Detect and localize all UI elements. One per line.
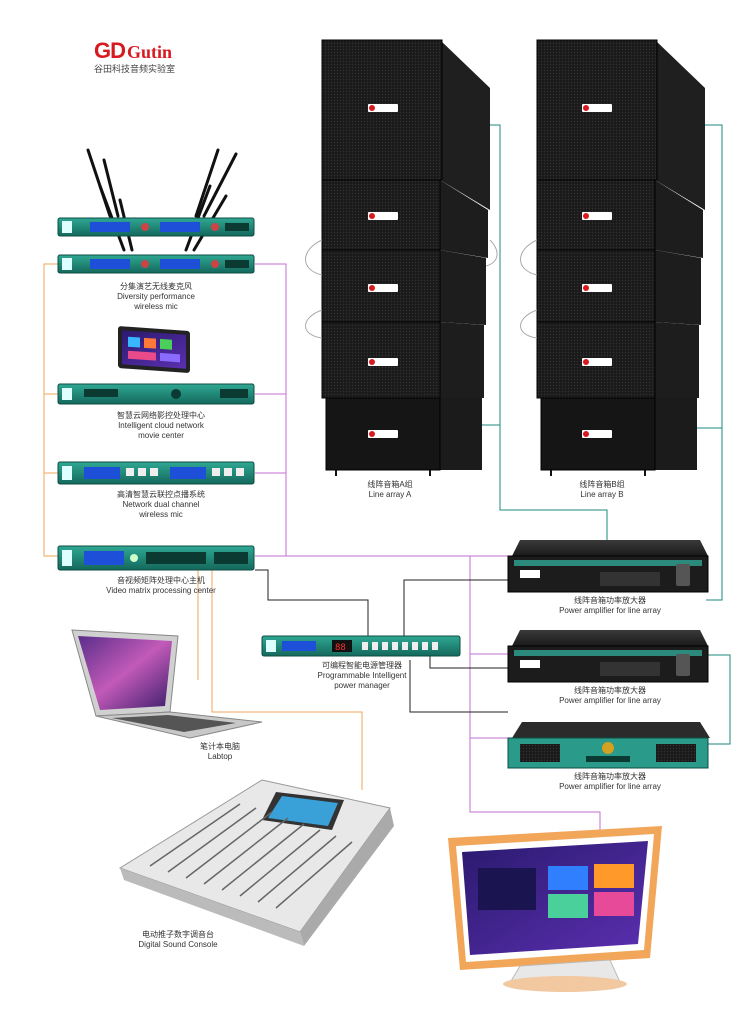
power-amplifier-1: [507, 540, 709, 593]
label-wireless-mic: 分集演艺无线麦克风 Diversity performance wireless…: [117, 282, 195, 311]
teal-line-array-b-2: [706, 654, 731, 745]
touchscreen-icon: [448, 826, 662, 992]
label-amp-1: 线阵音箱功率放大器 Power amplifier for line array: [559, 596, 661, 615]
black-line-pm-amp1: [403, 579, 508, 636]
rack-unit-receiver-2: [57, 254, 255, 274]
rack-unit-dual-channel: [57, 461, 255, 485]
rack-unit-cloud: [57, 383, 255, 405]
label-video-matrix: 音视频矩阵处理中心主机 Video matrix processing cent…: [106, 576, 216, 595]
cloud-center: [57, 326, 255, 405]
tablet-icon: [118, 326, 190, 373]
black-line-pm-amp3: [409, 660, 508, 713]
wireless-mic-receivers: [57, 148, 255, 274]
line-array-b: [520, 39, 705, 476]
line-array-a: [305, 39, 498, 476]
svg-text:88: 88: [335, 643, 346, 653]
purple-line-main: [469, 556, 601, 840]
logo-name: Gutin: [127, 42, 173, 62]
power-amplifier-2: [507, 630, 709, 683]
label-line-array-a: 线阵音箱A组 Line array A: [367, 480, 413, 499]
label-console: 电动推子数字调音台 Digital Sound Console: [138, 930, 218, 949]
power-manager: 88: [261, 635, 461, 657]
label-line-array-b: 线阵音箱B组 Line array B: [579, 480, 625, 499]
label-cloud-center: 智慧云网络影控处理中心 Intelligent cloud network mo…: [117, 411, 205, 440]
black-line-matrix-pm: [255, 569, 369, 636]
label-amp-3: 线阵音箱功率放大器 Power amplifier for line array: [559, 772, 661, 791]
laptop-icon: [71, 629, 263, 739]
power-amplifier-3: [507, 722, 710, 769]
label-dual-channel: 高清智慧云联控点播系统 Network dual channel wireles…: [117, 490, 205, 519]
connection-lines: [43, 124, 731, 840]
teal-line-array-b-1: [705, 124, 723, 601]
logo-subtitle: 谷田科技音频实验室: [94, 64, 176, 74]
label-laptop: 笔计本电脑 Labtop: [200, 742, 240, 761]
rack-unit-receiver-1: [57, 217, 255, 237]
label-power-manager: 可编程智能电源管理器 Programmable Intelligent powe…: [317, 661, 407, 690]
orange-line-matrix-console: [211, 570, 363, 790]
logo-mark: GD: [94, 38, 126, 63]
console-icon: [118, 779, 394, 946]
orange-line-rack-bus: [43, 263, 58, 557]
label-amp-2: 线阵音箱功率放大器 Power amplifier for line array: [559, 686, 661, 705]
teal-line-array-a: [490, 124, 608, 540]
rack-unit-video-matrix: [57, 545, 255, 571]
purple-line-wireless: [255, 263, 287, 556]
